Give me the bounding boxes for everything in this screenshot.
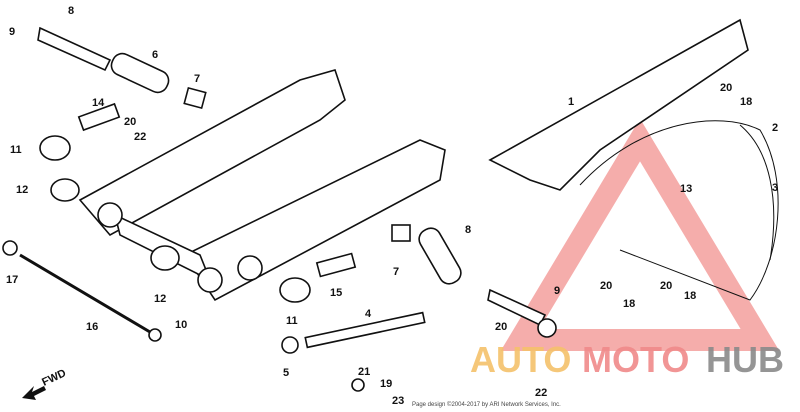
callout: 6 xyxy=(152,49,158,61)
callout: 20 xyxy=(600,280,612,292)
callout: 14 xyxy=(92,97,105,109)
callout: 18 xyxy=(684,290,696,302)
callout: 9 xyxy=(554,285,560,297)
pivot-bolt-16 xyxy=(19,253,162,342)
fwd-label: FWD xyxy=(40,367,68,388)
callout: 18 xyxy=(740,96,752,108)
callout: 20 xyxy=(495,321,507,333)
svg-text:AUTO: AUTO xyxy=(470,339,571,380)
swingarm xyxy=(78,69,446,302)
callout: 11 xyxy=(10,144,22,156)
chain-guard xyxy=(488,18,779,301)
callout: 1 xyxy=(568,96,574,108)
callout: 16 xyxy=(86,321,98,333)
callout: 7 xyxy=(194,73,200,85)
callout: 20 xyxy=(660,280,672,292)
callout: 13 xyxy=(680,183,692,195)
callout: 21 xyxy=(358,366,370,378)
callout: 3 xyxy=(772,182,778,194)
svg-text:MOTO: MOTO xyxy=(582,339,689,380)
copyright-text: Page design ©2004-2017 by ARI Network Se… xyxy=(412,401,561,408)
callout: 12 xyxy=(154,293,166,305)
callout: 8 xyxy=(68,5,74,17)
bushings xyxy=(2,52,557,392)
callout-labels: 8 9 6 7 14 20 22 11 12 17 16 12 10 11 15… xyxy=(6,5,778,407)
callout: 2 xyxy=(772,122,778,134)
callout: 15 xyxy=(330,287,342,299)
callout: 20 xyxy=(720,82,732,94)
callout: 17 xyxy=(6,274,18,286)
callout: 22 xyxy=(134,131,146,143)
watermark-triangle xyxy=(500,118,780,351)
callout: 23 xyxy=(392,395,404,407)
callout: 11 xyxy=(286,315,298,327)
callout: 4 xyxy=(365,308,372,320)
callout: 19 xyxy=(380,378,392,390)
callout: 8 xyxy=(465,224,471,236)
watermark-logo: AUTO MOTO HUB xyxy=(470,339,784,380)
svg-text:HUB: HUB xyxy=(706,339,784,380)
callout: 20 xyxy=(124,116,136,128)
callout: 7 xyxy=(393,266,399,278)
callout: 9 xyxy=(9,26,15,38)
callout: 10 xyxy=(175,319,187,331)
callout: 18 xyxy=(623,298,635,310)
callout: 12 xyxy=(16,184,28,196)
fwd-arrow: FWD xyxy=(22,367,68,400)
callout: 5 xyxy=(283,367,289,379)
callout: 22 xyxy=(535,387,547,399)
